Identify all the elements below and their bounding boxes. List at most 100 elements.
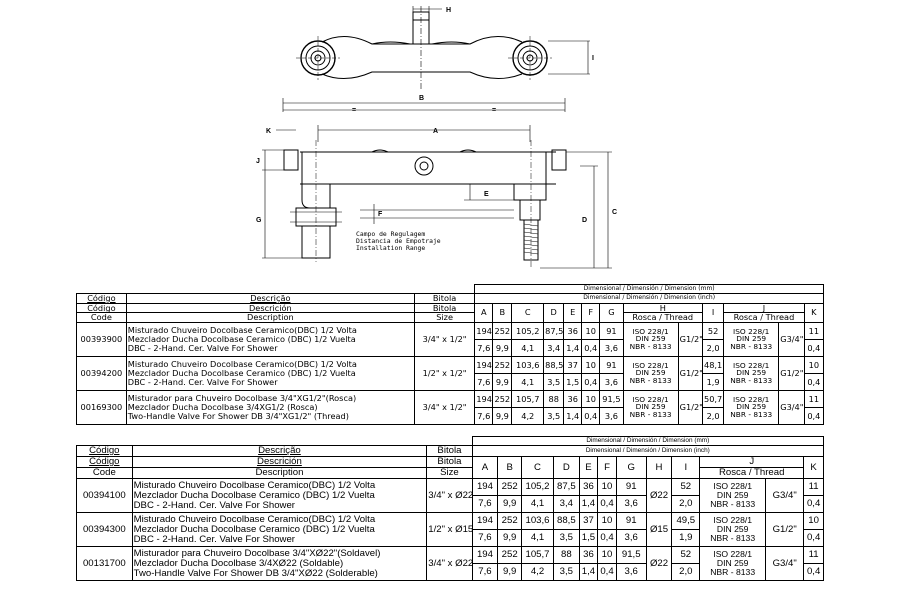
h-standard-line: DIN 259 [635,334,666,344]
description-line: DBC - 2-Hand. Cer. Valve For Shower [133,499,295,511]
dim-i-inch: 2,0 [701,338,725,357]
dim-c-mm: 103,6 [511,355,545,374]
dim-f-inch: 0,4 [597,563,617,582]
header-col-b: B [497,456,523,480]
header-col-f: F [581,302,601,323]
dim-g-mm: 91 [615,512,647,531]
header-bitola-pt: Bitola [426,444,473,458]
dim-header-inch: Dimensional / Dimensión / Dimension (inc… [474,293,824,304]
header-size-en: Size [426,467,473,480]
dim-label-a: A [433,128,438,135]
product-code: 00169300 [76,389,127,425]
j-standard-line: DIN 259 [716,524,749,535]
header-col-d: D [543,302,565,323]
header-col-f: F [597,456,617,480]
description-line: Mezclador Ducha Docolbase Ceramico (DBC)… [127,368,356,379]
header-codigo-pt: Código [76,444,133,458]
product-code: 00393900 [76,321,127,357]
dim-g-inch: 3,6 [599,338,624,357]
product-size: 1/2" x Ø15 [426,512,473,548]
dim-c-inch: 4,1 [511,338,545,357]
product-size: 3/4" x Ø22 [426,546,473,582]
description-line: Misturador para Chuveiro Docolbase 3/4"X… [127,393,357,404]
description-line: Misturado Chuveiro Docolbase Ceramico(DB… [127,359,357,370]
dim-k-mm: 11 [803,478,824,497]
description-line: Misturado Chuveiro Docolbase Ceramico(DB… [133,479,376,491]
description-line: Two-Handle Valve For Shower DB 3/4"XG1/2… [127,410,349,421]
dim-e-inch: 1,5 [563,372,583,391]
header-col-j: J [723,302,805,314]
dim-i-inch: 1,9 [701,372,725,391]
dim-f-mm: 10 [597,512,617,531]
product-description: Misturado Chuveiro Docolbase Ceramico(DB… [131,512,428,548]
j-standard-line: NBR - 8133 [710,533,756,544]
product-description: Misturado Chuveiro Docolbase Ceramico(DB… [131,478,428,514]
header-col-j: J [699,456,805,469]
dim-b-mm: 252 [497,478,523,497]
j-standard-line: DIN 259 [736,402,767,412]
description-line: DBC - 2-Hand. Cer. Valve For Shower [127,342,278,353]
dim-f-mm: 10 [597,546,617,565]
description-line: Misturado Chuveiro Docolbase Ceramico(DB… [127,325,357,336]
dim-f-mm: 10 [597,478,617,497]
dim-h: Ø22 [645,478,673,514]
header-j-thread: Rosca / Thread [723,312,805,323]
installation-note-line-3: Installation Range [356,244,425,252]
header-col-a: A [474,302,494,323]
header-col-d: D [552,456,580,480]
dim-g-mm: 91 [599,321,624,340]
h-standard-line: DIN 259 [635,402,666,412]
dim-k-inch: 0,4 [803,372,825,391]
dim-a-mm: 194 [471,512,499,531]
header-col-c: C [521,456,554,480]
installation-note-line-1: Campo de Regulagem [356,230,425,238]
dim-label-i: I [592,55,594,62]
dim-e-inch: 1,4 [563,406,583,425]
dim-i-inch: 1,9 [671,529,701,548]
dim-e-mm: 37 [563,355,583,374]
dim-f-mm: 10 [581,355,601,374]
dim-g-inch: 3,6 [599,372,624,391]
header-j-thread: Rosca / Thread [699,467,805,480]
header-code-en: Code [76,467,133,480]
h-standard-line: ISO 228/1 [632,394,669,404]
dim-label-d: D [582,217,587,224]
dim-c-mm: 105,2 [521,478,554,497]
product-size: 3/4" x 1/2" [413,389,476,425]
dim-d-mm: 87,5 [543,321,565,340]
header-size-en: Size [413,312,476,323]
dim-g-inch: 3,6 [599,406,624,425]
top-view [282,6,590,112]
j-thread: G1/2" [765,512,805,548]
dim-i-mm: 49,5 [671,512,701,531]
product-description: Misturador para Chuveiro Docolbase 3/4"X… [131,546,428,582]
dim-d-mm: 88 [543,389,565,408]
dim-i-mm: 50,7 [701,389,725,408]
dim-k-mm: 10 [803,512,824,531]
dim-label-c: C [612,209,617,216]
dim-a-mm: 194 [474,355,494,374]
dim-i-mm: 52 [671,478,701,497]
header-col-c: C [511,302,545,323]
header-descricao-pt: Descrição [131,444,428,458]
dim-c-mm: 105,7 [521,546,554,565]
description-line: Mezclador Ducha Docolbase 3/4XG1/2 (Rosc… [127,402,318,413]
header-col-e: E [578,456,599,480]
dim-label-b: B [419,95,424,102]
h-standard-line: ISO 228/1 [632,360,669,370]
j-standard-line: ISO 228/1 [733,326,770,336]
dim-k-inch: 0,4 [803,406,825,425]
dim-d-inch: 3,5 [543,372,565,391]
description-line: Mezclador Ducha Docolbase Ceramico (DBC)… [133,523,375,535]
dim-e-mm: 37 [578,512,599,531]
dim-a-inch: 7,6 [474,372,494,391]
j-standard-line: NBR - 8133 [730,342,773,352]
dim-b-inch: 9,9 [492,338,513,357]
